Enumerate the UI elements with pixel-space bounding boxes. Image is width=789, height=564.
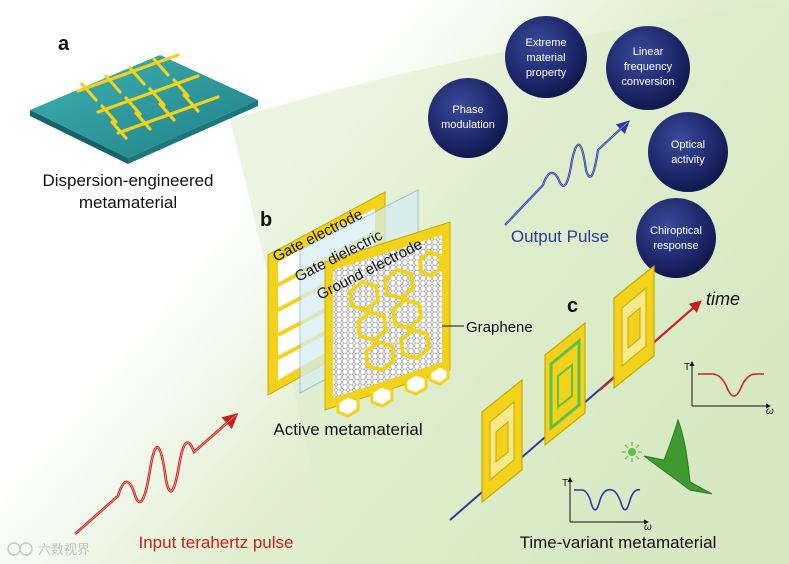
svg-text:Chiroptical: Chiroptical <box>650 225 702 237</box>
panel-a-caption-line1: Dispersion-engineered <box>42 171 213 190</box>
input-pulse-label: Input terahertz pulse <box>139 533 294 552</box>
panel-a-letter: a <box>58 33 70 55</box>
transmission-plot-red <box>689 361 771 409</box>
srr-back <box>613 264 655 390</box>
input-pulse-arrow <box>74 412 239 535</box>
background-glow <box>230 0 789 564</box>
svg-text:material: material <box>526 52 565 64</box>
application-chiroptical-response: Chiroptical response <box>636 198 716 278</box>
svg-text:response: response <box>653 240 698 252</box>
hexagon-resonators <box>347 249 444 373</box>
panel-a-caption-line2: metamaterial <box>79 193 177 212</box>
svg-text:activity: activity <box>671 154 705 166</box>
time-label: time <box>706 289 740 309</box>
panel-b-caption: Active metamaterial <box>273 420 422 439</box>
svg-text:Linear: Linear <box>633 46 664 58</box>
srr-middle <box>544 321 586 447</box>
svg-text:frequency: frequency <box>624 61 673 73</box>
svg-text:conversion: conversion <box>621 76 674 88</box>
ground-electrode-layer <box>324 221 451 418</box>
panel-c-letter: c <box>567 295 578 317</box>
output-pulse-label: Output Pulse <box>511 227 609 246</box>
svg-text:Phase: Phase <box>452 104 483 116</box>
plot2-axis-t: T <box>562 478 568 489</box>
output-pulse-arrow <box>504 120 630 226</box>
graphene-label: Graphene <box>466 319 533 336</box>
plot1-axis-omega: ω <box>766 406 774 417</box>
svg-text:Optical: Optical <box>671 139 705 151</box>
panel-a-metamaterial <box>30 53 258 164</box>
panel-b-active-metamaterial <box>267 189 451 418</box>
application-linear-frequency-conversion: Linear frequency conversion <box>606 26 690 110</box>
application-optical-activity: Optical activity <box>648 112 728 192</box>
svg-text:六数视界: 六数视界 <box>38 542 90 557</box>
plot2-axis-omega: ω <box>644 522 652 533</box>
application-extreme-material-property: Extreme material property <box>505 16 587 98</box>
svg-text:property: property <box>526 67 567 79</box>
watermark: 六数视界 <box>7 542 90 557</box>
application-phase-modulation: Phase modulation <box>428 78 508 158</box>
laser-pump-icon <box>622 418 713 495</box>
plot1-axis-t: T <box>684 362 690 373</box>
panel-c-caption: Time-variant metamaterial <box>520 533 717 552</box>
transmission-plot-blue <box>567 477 649 525</box>
panel-b-letter: b <box>260 209 272 231</box>
srr-front <box>481 378 523 504</box>
svg-text:modulation: modulation <box>441 119 495 131</box>
svg-text:Extreme: Extreme <box>526 37 567 49</box>
